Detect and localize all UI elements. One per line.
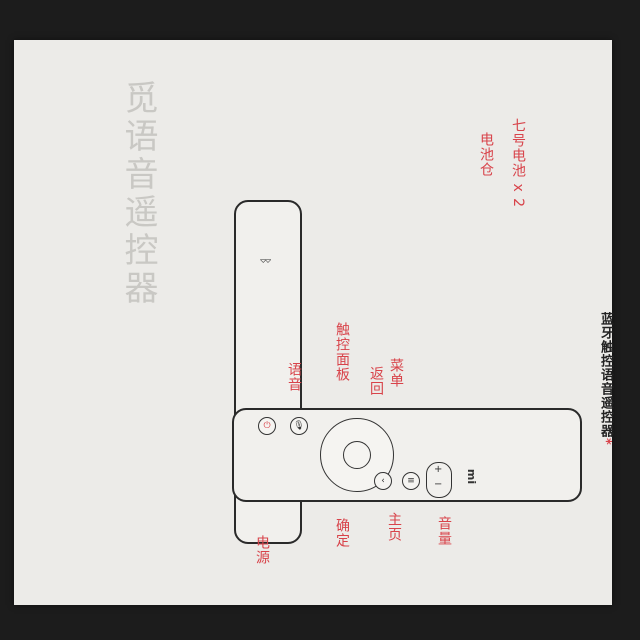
remote-front: ⏻ 🎙 ‹ ≡ + − mi <box>232 408 582 502</box>
label-back: 返回 <box>368 366 384 396</box>
instruction-sheet: 觅语音遥控器 ᛒ ⏻ 🎙 ‹ ≡ + − mi 电源 语音 确定 触控面板 返回… <box>14 40 615 605</box>
label-voice: 语音 <box>286 362 302 392</box>
label-volume: 音量 <box>436 516 452 546</box>
back-button[interactable]: ‹ <box>374 472 392 490</box>
caption-text: 蓝牙触控语音遥控器 <box>598 312 613 438</box>
faded-heading: 觅语音遥控器 <box>118 80 158 308</box>
caption-mark: * <box>598 438 613 446</box>
voice-button[interactable]: 🎙 <box>290 417 308 435</box>
label-battery-spec: 七号电池 x 2 <box>510 118 526 209</box>
label-touchpad: 触控面板 <box>334 322 350 382</box>
label-menu: 菜单 <box>388 358 404 388</box>
label-confirm: 确定 <box>334 518 350 548</box>
volume-plus-label: + <box>434 464 443 475</box>
label-battery-compartment: 电池仓 <box>478 132 494 177</box>
confirm-button[interactable] <box>343 441 371 469</box>
volume-rocker[interactable]: + − <box>426 462 452 498</box>
volume-minus-label: − <box>434 479 443 490</box>
caption: 蓝牙触控语音遥控器* <box>596 312 615 446</box>
power-button[interactable]: ⏻ <box>258 417 276 435</box>
mi-logo: mi <box>465 468 479 485</box>
label-power: 电源 <box>254 535 270 565</box>
menu-button[interactable]: ≡ <box>402 472 420 490</box>
label-home: 主页 <box>386 512 402 542</box>
